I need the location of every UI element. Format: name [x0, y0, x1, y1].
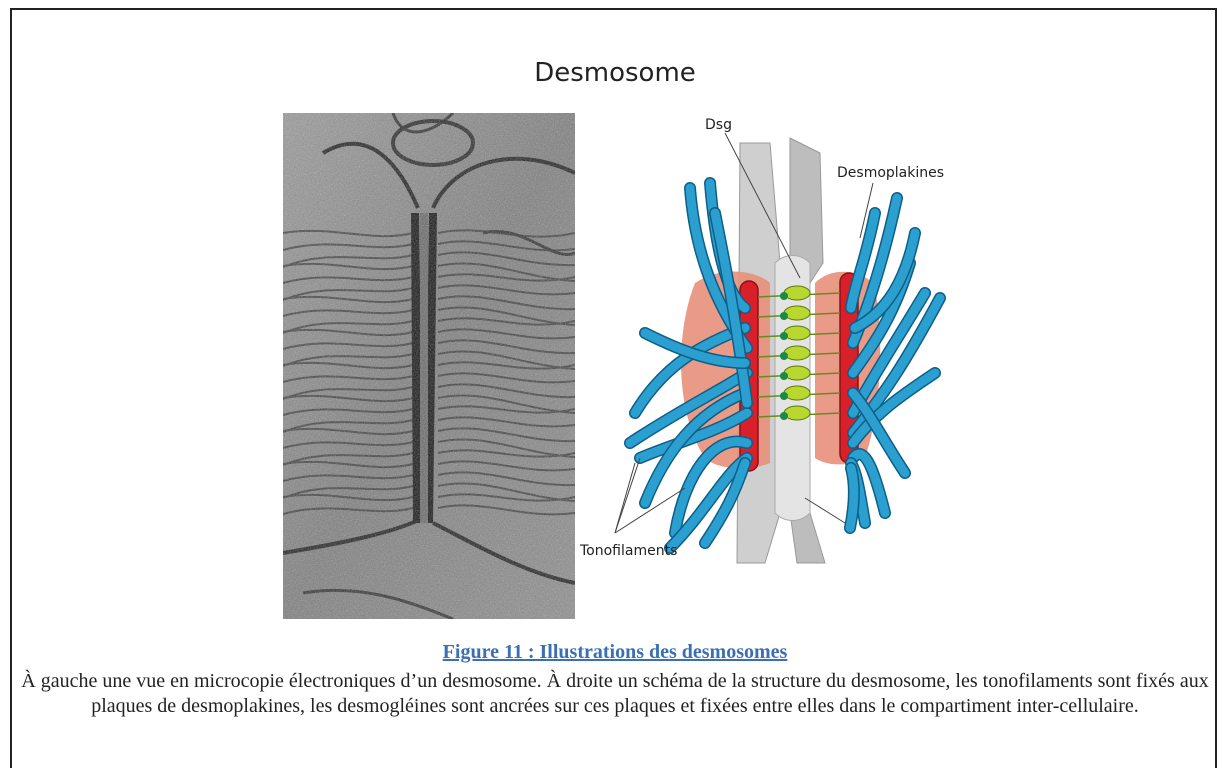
- desmoglein-head: [784, 406, 810, 420]
- desmoglein-anchor: [780, 332, 788, 340]
- caption-title: Figure 11 : Illustrations des desmosomes: [0, 641, 1230, 664]
- desmoglein-head: [784, 386, 810, 400]
- desmoglein-head: [784, 286, 810, 300]
- desmoglein-head: [784, 346, 810, 360]
- desmoglein-anchor: [780, 372, 788, 380]
- desmoglein-head: [784, 366, 810, 380]
- figure-title: Desmosome: [0, 58, 1230, 88]
- desmoglein-head: [784, 306, 810, 320]
- desmoglein-head: [784, 326, 810, 340]
- desmoglein-anchor: [780, 312, 788, 320]
- desmosome-schema: Dsg Desmoplakines Tonofilaments: [575, 113, 995, 573]
- desmoglein-anchor: [780, 412, 788, 420]
- desmoglein-anchor: [780, 352, 788, 360]
- electron-micrograph: [283, 113, 575, 619]
- caption-text: À gauche une vue en microcopie électroni…: [20, 669, 1210, 719]
- label-desmoplakines: Desmoplakines: [837, 165, 944, 181]
- desmoglein-anchor: [780, 392, 788, 400]
- label-dsg: Dsg: [705, 117, 732, 133]
- label-tonofilaments: Tonofilaments: [579, 543, 677, 559]
- desmoglein-anchor: [780, 292, 788, 300]
- tonofilament: [850, 468, 854, 528]
